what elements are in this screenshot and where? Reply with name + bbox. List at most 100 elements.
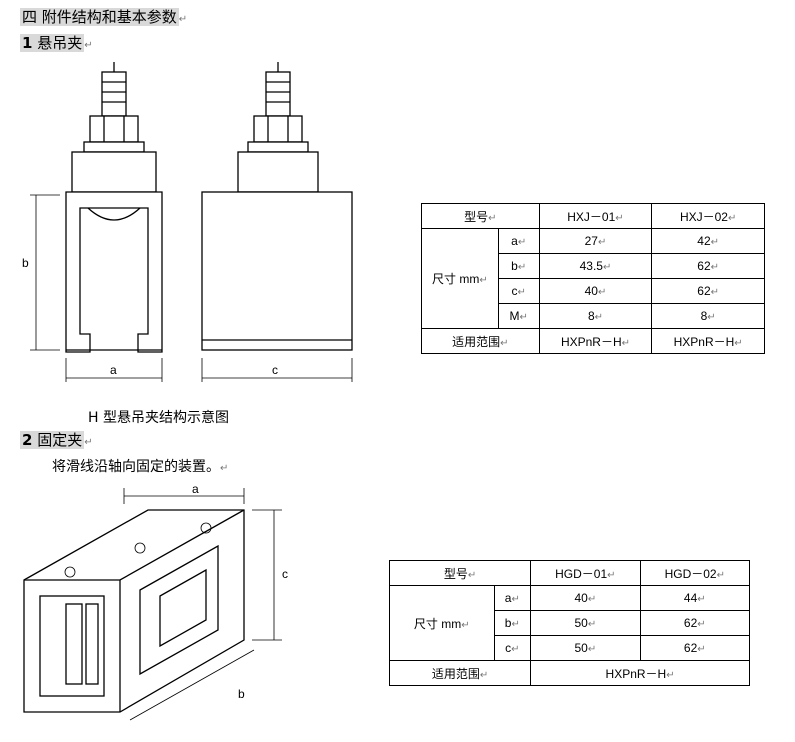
- table-row-key: c↵: [497, 278, 540, 304]
- return-mark: ↵: [220, 463, 229, 474]
- table-cell: 62↵: [651, 278, 765, 304]
- return-mark: ↵: [511, 594, 520, 605]
- table-scope-label: 适用范围↵: [421, 328, 540, 354]
- table-cell: 40↵: [538, 278, 653, 304]
- return-mark: ↵: [602, 262, 612, 273]
- return-mark: ↵: [461, 619, 470, 631]
- model-2-text: HGD－02: [664, 566, 717, 581]
- fixing-clamp-drawing: a c b: [23, 482, 288, 721]
- return-mark: ↵: [587, 619, 597, 630]
- table-scope-value: HXPnR－H↵: [538, 328, 653, 354]
- return-mark: ↵: [710, 287, 720, 298]
- scope-value-text: HXPnR－H: [605, 666, 667, 681]
- cell-value: 50: [574, 616, 588, 630]
- cell-value: 62: [683, 641, 698, 655]
- cell-value: 62: [697, 259, 711, 273]
- return-mark: ↵: [666, 669, 675, 681]
- table-row-key: c↵: [493, 635, 532, 661]
- table-cell: 8↵: [651, 303, 765, 329]
- scope-label-text: 适用范围: [431, 666, 480, 681]
- table-header-model-1: HXJ－01↵: [538, 203, 653, 229]
- heading-hanger: 1 悬吊夹↵: [20, 34, 93, 55]
- cell-value: 43.5: [579, 259, 603, 273]
- size-label-text: 尺寸 mm: [432, 272, 480, 286]
- table-cell: 62↵: [639, 610, 751, 636]
- table-row-key: M↵: [497, 303, 540, 329]
- row-key-text: a: [511, 234, 518, 248]
- return-mark: ↵: [479, 669, 489, 681]
- return-mark: ↵: [710, 237, 720, 248]
- return-mark: ↵: [84, 437, 93, 448]
- hanger-dim-b: b: [22, 256, 29, 270]
- table-cell: 42↵: [651, 228, 765, 254]
- heading-fixer: 2 固定夹↵: [20, 431, 93, 452]
- table-header-model-2: HGD－02↵: [639, 560, 751, 586]
- model-1-text: HGD－01: [555, 566, 608, 581]
- heading-fixer-text: 固定夹: [37, 431, 83, 449]
- return-mark: ↵: [697, 594, 706, 605]
- table-cell: 27↵: [538, 228, 653, 254]
- cell-value: 8: [700, 309, 708, 323]
- scope-value-text: HXPnR－H: [560, 334, 622, 349]
- table-cell: 50↵: [530, 635, 641, 661]
- return-mark: ↵: [615, 212, 624, 224]
- heading-fixer-label: 2 固定夹: [20, 431, 85, 449]
- return-mark: ↵: [734, 337, 743, 349]
- return-mark: ↵: [697, 619, 706, 630]
- table-cell: 43.5↵: [538, 253, 653, 279]
- return-mark: ↵: [84, 40, 93, 51]
- cell-value: 62: [683, 616, 698, 630]
- table-cell: 44↵: [639, 585, 751, 611]
- table-row-key: b↵: [497, 253, 540, 279]
- cell-value: 40: [574, 591, 588, 605]
- table-cell: 8↵: [538, 303, 653, 329]
- return-mark: ↵: [621, 337, 631, 349]
- return-mark: ↵: [707, 312, 716, 323]
- table-cell: 50↵: [530, 610, 641, 636]
- row-key-text: b: [511, 259, 518, 273]
- scope-value-text: HXPnR－H: [673, 334, 735, 349]
- cell-value: 27: [584, 234, 598, 248]
- table-cell: 62↵: [639, 635, 751, 661]
- scope-label-text: 适用范围: [452, 334, 501, 349]
- table-size-label: 尺寸 mm↵: [389, 585, 495, 661]
- cell-value: 42: [697, 234, 711, 248]
- fixer-spec-table: 型号↵ HGD－01↵ HGD－02↵ 尺寸 mm↵ a↵ 40↵ 44↵ b↵…: [388, 560, 751, 686]
- cell-value: 40: [584, 284, 598, 298]
- table-row-key: a↵: [497, 228, 540, 254]
- row-key-text: M: [509, 309, 520, 323]
- return-mark: ↵: [517, 262, 527, 273]
- heading-hanger-num: 1: [22, 34, 33, 52]
- fixer-dim-a: a: [192, 482, 199, 496]
- cell-value: 8: [587, 309, 595, 323]
- row-key-text: c: [505, 641, 512, 655]
- table-scope-label: 适用范围↵: [388, 660, 532, 686]
- table-header-model: 型号↵: [388, 560, 532, 586]
- hanger-clamp-drawing: b a c: [22, 62, 353, 382]
- return-mark: ↵: [479, 275, 488, 286]
- model-2-text: HXJ－02: [679, 209, 728, 224]
- row-key-text: a: [504, 591, 512, 605]
- heading-fixer-num: 2: [22, 431, 33, 449]
- table-cell: 62↵: [651, 253, 765, 279]
- return-mark: ↵: [488, 212, 497, 224]
- return-mark: ↵: [710, 262, 720, 273]
- table-scope-value: HXPnR－H↵: [651, 328, 765, 354]
- table-scope-value: HXPnR－H↵: [530, 660, 750, 686]
- heading-hanger-label: 1 悬吊夹: [20, 34, 85, 52]
- return-mark: ↵: [517, 237, 527, 248]
- hanger-dim-a: a: [110, 363, 117, 377]
- row-key-text: b: [504, 616, 512, 630]
- fixer-description-text: 将滑线沿轴向固定的装置。: [52, 459, 220, 475]
- hanger-dim-c: c: [272, 363, 278, 377]
- table-cell: 40↵: [530, 585, 641, 611]
- return-mark: ↵: [597, 237, 607, 248]
- table-row-key: a↵: [493, 585, 532, 611]
- table-header-model: 型号↵: [421, 203, 540, 229]
- hanger-spec-table: 型号↵ HXJ－01↵ HXJ－02↵ 尺寸 mm↵ a↵ 27↵ 42↵ b↵…: [421, 203, 765, 354]
- fixer-description: 将滑线沿轴向固定的装置。↵: [52, 456, 228, 476]
- return-mark: ↵: [519, 312, 528, 323]
- return-mark: ↵: [500, 337, 509, 349]
- return-mark: ↵: [727, 212, 737, 224]
- header-model-text: 型号: [443, 566, 468, 581]
